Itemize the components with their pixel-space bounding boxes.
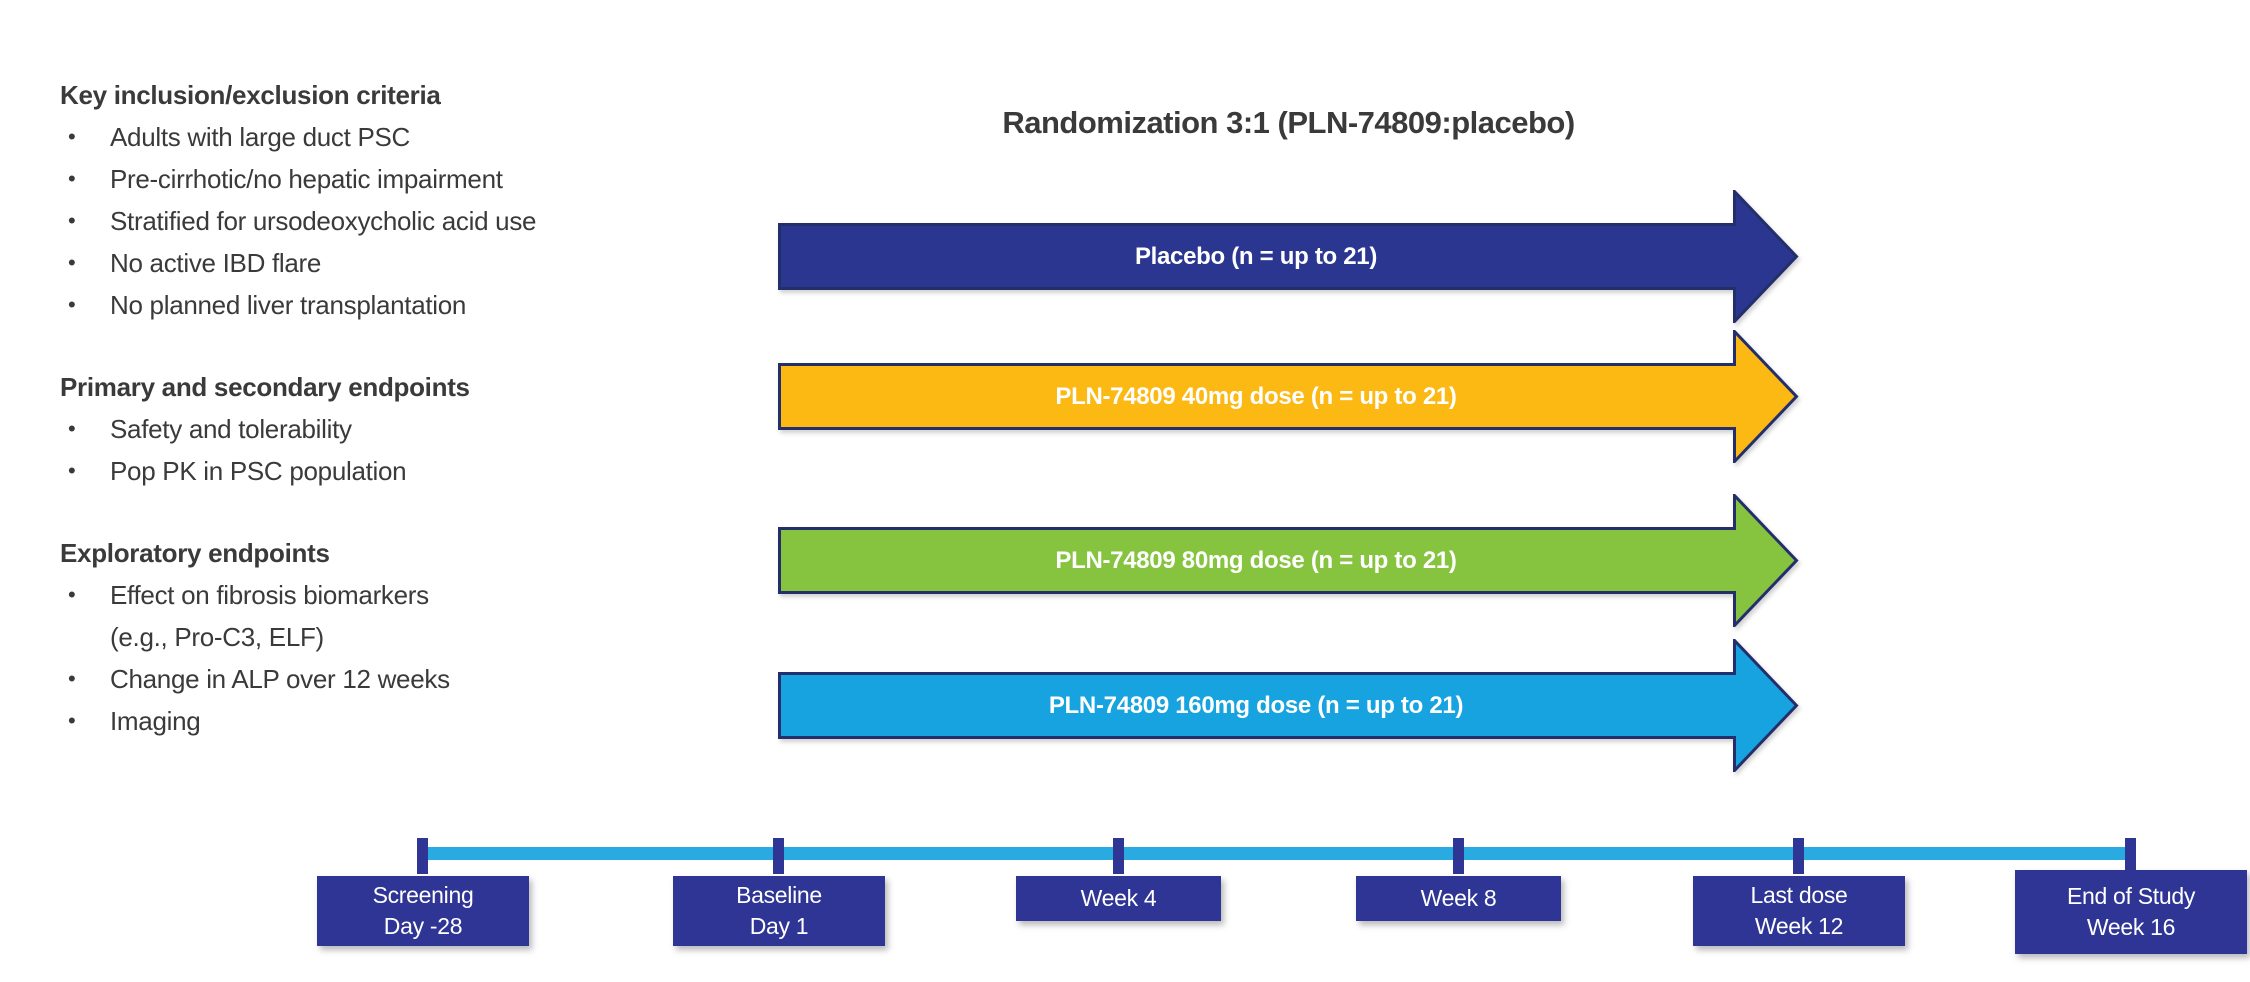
list-item: • Imaging bbox=[60, 700, 680, 742]
list-item: • Pre-cirrhotic/no hepatic impairment bbox=[60, 158, 680, 200]
milestone-label: Baseline Day 1 bbox=[736, 882, 822, 939]
list-item: • Stratified for ursodeoxycholic acid use bbox=[60, 200, 680, 242]
timeline-tick-week16 bbox=[2125, 838, 2136, 874]
bullet-icon: • bbox=[68, 666, 76, 691]
milestone-label: Week 4 bbox=[1080, 885, 1157, 911]
milestone-box-week4: Week 4 bbox=[1016, 876, 1221, 921]
list-item-text: Adults with large duct PSC bbox=[110, 122, 411, 152]
list-item-text: No active IBD flare bbox=[110, 248, 322, 278]
randomization-title: Randomization 3:1 (PLN-74809:placebo) bbox=[1002, 105, 1575, 140]
bullet-icon: • bbox=[68, 208, 76, 233]
list-item-text: Change in ALP over 12 weeks bbox=[110, 664, 450, 694]
dose-160mg-arm-arrow-icon bbox=[778, 639, 1799, 772]
list-item: • No active IBD flare bbox=[60, 242, 680, 284]
placebo-arm-arrow-icon bbox=[778, 190, 1799, 323]
milestone-label: Screening Day -28 bbox=[372, 882, 474, 939]
list-item: • Safety and tolerability bbox=[60, 408, 680, 450]
bullet-icon: • bbox=[68, 250, 76, 275]
milestone-box-lastdose-week12: Last dose Week 12 bbox=[1693, 876, 1905, 946]
exploratory-endpoints-list: • Effect on fibrosis biomarkers (e.g., Pr… bbox=[60, 574, 680, 742]
primary-secondary-endpoints-section: Primary and secondary endpoints • Safety … bbox=[60, 366, 680, 492]
milestone-label: Last dose Week 12 bbox=[1750, 882, 1848, 939]
section-heading: Key inclusion/exclusion criteria bbox=[60, 80, 441, 110]
arrow-shape bbox=[778, 494, 1799, 627]
list-item: • Pop PK in PSC population bbox=[60, 450, 680, 492]
list-item-text: Pre-cirrhotic/no hepatic impairment bbox=[110, 164, 503, 194]
bullet-icon: • bbox=[68, 166, 76, 191]
list-item-text: Stratified for ursodeoxycholic acid use bbox=[110, 206, 537, 236]
timeline-line bbox=[423, 847, 2131, 860]
timeline-tick-baseline bbox=[773, 838, 784, 874]
list-item: • Change in ALP over 12 weeks bbox=[60, 658, 680, 700]
timeline-tick-week4 bbox=[1113, 838, 1124, 874]
bullet-icon: • bbox=[68, 124, 76, 149]
section-heading: Exploratory endpoints bbox=[60, 538, 330, 568]
list-item-text: Pop PK in PSC population bbox=[110, 456, 407, 486]
list-item: • Adults with large duct PSC bbox=[60, 116, 680, 158]
dose-80mg-arm-label: PLN-74809 80mg dose (n = up to 21) bbox=[1055, 547, 1457, 574]
arrow-shape bbox=[778, 190, 1799, 323]
list-item-text: Safety and tolerability bbox=[110, 414, 352, 444]
section-heading: Primary and secondary endpoints bbox=[60, 372, 470, 402]
milestone-box-screening: Screening Day -28 bbox=[317, 876, 529, 946]
bullet-icon: • bbox=[68, 292, 76, 317]
dose-80mg-arm-arrow-icon bbox=[778, 494, 1799, 627]
timeline-tick-week12 bbox=[1793, 838, 1804, 874]
list-item-text: Effect on fibrosis biomarkers (e.g., Pro… bbox=[110, 580, 429, 652]
exploratory-endpoints-section: Exploratory endpoints • Effect on fibrosi… bbox=[60, 532, 680, 742]
milestone-label: Week 8 bbox=[1420, 885, 1497, 911]
dose-40mg-arm-arrow-icon bbox=[778, 330, 1799, 463]
milestone-box-endofstudy-week16: End of Study Week 16 bbox=[2015, 870, 2247, 954]
milestone-label: End of Study Week 16 bbox=[2066, 883, 2196, 940]
arrow-shape bbox=[778, 330, 1799, 463]
inclusion-exclusion-section: Key inclusion/exclusion criteria • Adults… bbox=[60, 74, 680, 326]
list-item-text: Imaging bbox=[110, 706, 201, 736]
list-item: • No planned liver transplantation bbox=[60, 284, 680, 326]
list-item: • Effect on fibrosis biomarkers (e.g., Pr… bbox=[60, 574, 680, 658]
bullet-icon: • bbox=[68, 458, 76, 483]
dose-40mg-arm-label: PLN-74809 40mg dose (n = up to 21) bbox=[1055, 383, 1457, 410]
milestone-box-week8: Week 8 bbox=[1356, 876, 1561, 921]
inclusion-exclusion-list: • Adults with large duct PSC • Pre-cirrhot… bbox=[60, 116, 680, 326]
bullet-icon: • bbox=[68, 416, 76, 441]
primary-secondary-endpoints-list: • Safety and tolerability • Pop PK in PSC … bbox=[60, 408, 680, 492]
dose-160mg-arm-label: PLN-74809 160mg dose (n = up to 21) bbox=[1048, 692, 1464, 719]
timeline-tick-screening bbox=[417, 838, 428, 874]
placebo-arm-label: Placebo (n = up to 21) bbox=[1134, 243, 1378, 270]
milestone-box-baseline: Baseline Day 1 bbox=[673, 876, 885, 946]
bullet-icon: • bbox=[68, 708, 76, 733]
arrow-shape bbox=[778, 639, 1799, 772]
timeline-tick-week8 bbox=[1453, 838, 1464, 874]
list-item-text: No planned liver transplantation bbox=[110, 290, 467, 320]
bullet-icon: • bbox=[68, 582, 76, 607]
